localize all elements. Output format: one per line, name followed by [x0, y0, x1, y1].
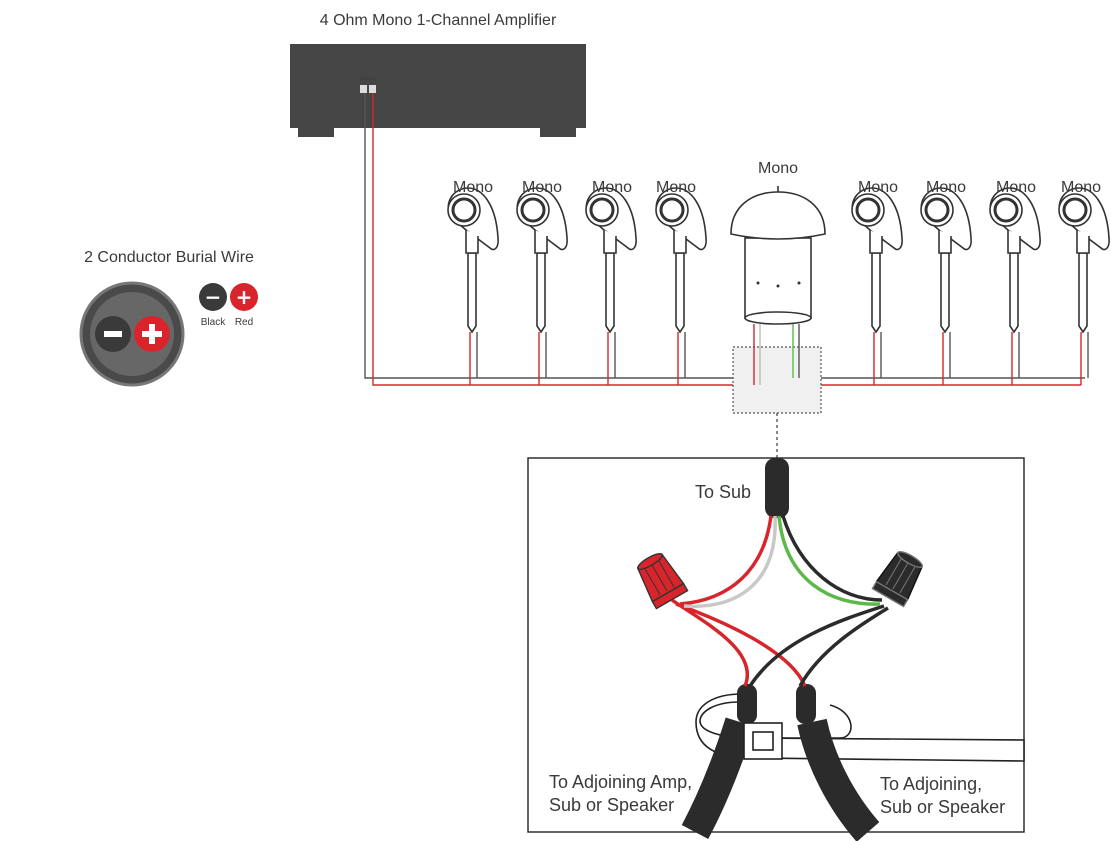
to-sub-label: To Sub: [695, 482, 751, 502]
burial-wire-title: 2 Conductor Burial Wire: [84, 249, 254, 266]
spike-speaker-icon: [919, 186, 973, 334]
speaker-label-6: Mono: [926, 179, 966, 196]
to-adjoining-sub-label-line1: To Adjoining,: [880, 774, 982, 794]
speaker-label-2: Mono: [522, 179, 562, 196]
amplifier-title: 4 Ohm Mono 1-Channel Amplifier: [320, 12, 557, 29]
sub-junction-box: [732, 324, 822, 458]
black-symbol: −: [205, 285, 222, 309]
spike-speaker-icon: [988, 186, 1042, 334]
spike-speaker-icon: [446, 186, 500, 334]
to-adjoining-amp-label-line2: Sub or Speaker: [549, 795, 674, 815]
speaker-label-1: Mono: [453, 179, 493, 196]
speaker-drops: [469, 332, 1089, 385]
minus-icon: [104, 331, 122, 337]
spike-speaker-icon: [515, 186, 569, 334]
wire-color-legend: − + Black Red: [199, 283, 258, 328]
burial-wire-cross-section: [79, 281, 185, 387]
spike-speaker-icon: [584, 186, 638, 334]
to-adjoining-amp-label-line1: To Adjoining Amp,: [549, 772, 692, 792]
detail-panel: To Sub To Adjoining Amp, Sub or Speaker …: [527, 457, 1025, 841]
speaker-labels: Mono Mono Mono Mono Mono Mono Mono Mono …: [453, 160, 1101, 196]
black-label: Black: [201, 317, 226, 328]
speaker-label-5: Mono: [858, 179, 898, 196]
spike-speaker-icon: [654, 186, 708, 334]
amplifier-icon: OUTPUT: [290, 44, 586, 137]
subwoofer-icon: [730, 186, 826, 325]
subwoofer-label: Mono: [758, 160, 798, 177]
amp-output-red-terminal: [369, 85, 376, 93]
speaker-label-3: Mono: [592, 179, 632, 196]
bus-wires: [364, 93, 1089, 386]
bus-red-wire: [372, 93, 1081, 386]
red-symbol: +: [236, 285, 253, 309]
speaker-label-8: Mono: [1061, 179, 1101, 196]
amp-output-black-terminal: [360, 85, 367, 93]
wire-nut-icon: [871, 550, 924, 608]
speaker-label-4: Mono: [656, 179, 696, 196]
amp-output-label: OUTPUT: [360, 76, 377, 81]
to-adjoining-sub-label-line2: Sub or Speaker: [880, 797, 1005, 817]
spike-speaker-icon: [850, 186, 904, 334]
bus-black-wire: [364, 93, 1085, 379]
red-label: Red: [235, 317, 253, 328]
speaker-label-7: Mono: [996, 179, 1036, 196]
wire-nut-icon: [636, 552, 689, 610]
spike-speaker-icon: [1057, 186, 1111, 334]
